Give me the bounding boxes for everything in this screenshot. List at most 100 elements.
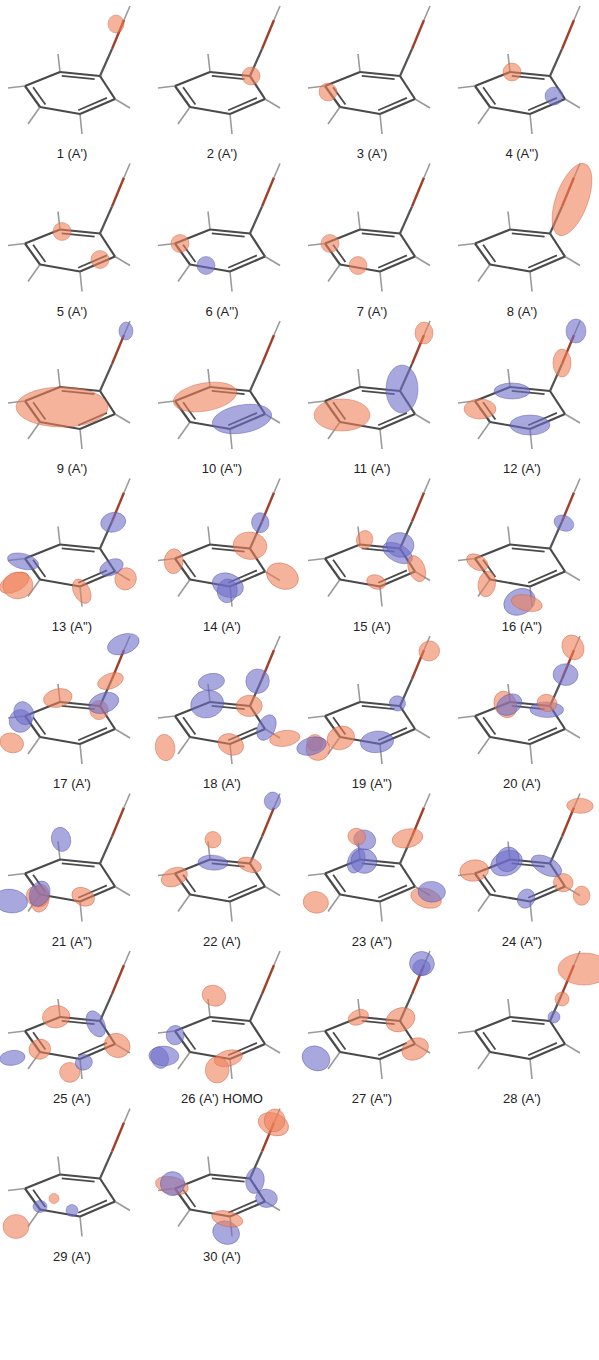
x-h-bond — [274, 321, 280, 335]
c-h-bond — [508, 527, 510, 545]
ring-bond — [250, 1021, 265, 1044]
orbital-lobe — [91, 251, 109, 269]
c-h-bond — [565, 99, 580, 108]
c-h-bond — [380, 114, 382, 134]
orbital-cell — [158, 479, 303, 607]
c-h-bond — [208, 1157, 210, 1175]
double-bond — [183, 87, 195, 104]
ring-bond — [175, 72, 210, 86]
c-h-bond — [80, 114, 82, 134]
double-bond — [483, 87, 495, 104]
orbital-lobe — [386, 365, 418, 413]
orbital-lobe — [6, 550, 41, 573]
c-h-bond — [358, 212, 360, 230]
ring-bond — [550, 234, 565, 257]
orbital-lobe — [41, 1004, 71, 1029]
orbital-cell — [458, 794, 594, 922]
c-x-bond — [112, 178, 124, 207]
orbital-lobe — [158, 863, 190, 890]
ring-bond — [550, 391, 565, 414]
c-h-bond — [80, 272, 82, 292]
c-h-bond — [565, 1044, 580, 1053]
orbital-caption: 2 (A') — [207, 146, 238, 161]
orbital-lobe — [566, 798, 593, 814]
ring-bond — [475, 716, 490, 737]
orbital-lobe — [324, 722, 358, 753]
orbital-caption: 6 (A'') — [205, 304, 238, 319]
c-h-bond — [178, 422, 190, 439]
double-bond — [62, 1178, 95, 1181]
c-h-bond — [565, 257, 580, 266]
ring-bond — [100, 1179, 115, 1202]
c-h-bond — [458, 1031, 475, 1033]
orbital-lobe — [53, 223, 71, 241]
ring-bond — [25, 86, 40, 107]
orbital-lobe — [188, 687, 226, 721]
orbital-lobe — [119, 322, 133, 340]
orbital-lobe — [458, 858, 490, 883]
orbital-lobe — [250, 511, 270, 533]
orbital-lobe — [42, 686, 74, 710]
c-x-bond — [262, 178, 274, 207]
orbital-lobe — [319, 83, 337, 101]
ring-bond — [340, 1052, 380, 1059]
double-bond — [212, 233, 245, 236]
orbital-lobe — [566, 319, 586, 343]
orbital-lobe — [263, 1108, 287, 1133]
orbital-cell — [308, 6, 430, 134]
orbital-caption: 20 (A') — [503, 776, 541, 791]
c-h-bond — [478, 422, 490, 439]
c-h-bond — [478, 895, 490, 912]
orbital-lobe — [573, 886, 590, 905]
c-h-bond — [230, 902, 232, 922]
orbital-lobe — [255, 1188, 278, 1208]
c-h-bond — [478, 1052, 490, 1069]
c-h-bond — [28, 737, 40, 754]
orbital-lobe — [545, 87, 563, 105]
orbital-caption: 3 (A') — [357, 146, 388, 161]
orbital-lobe — [476, 570, 497, 598]
ring-bond — [490, 1052, 530, 1059]
ring-bond — [325, 545, 360, 559]
orbital-lobe — [253, 712, 280, 744]
c-h-bond — [178, 737, 190, 754]
orbital-lobe — [493, 843, 523, 875]
c-h-bond — [115, 414, 130, 423]
orbital-lobe — [493, 689, 526, 719]
double-bond — [362, 233, 395, 236]
orbital-caption: 23 (A'') — [352, 934, 392, 949]
c-x-bond — [262, 965, 274, 994]
c-h-bond — [458, 86, 475, 88]
orbital-lobe — [197, 672, 226, 693]
orbital-lobe — [510, 415, 550, 435]
ring-bond — [175, 86, 190, 107]
orbital-lobe — [558, 953, 599, 985]
double-bond — [362, 76, 395, 79]
orbital-lobe — [528, 850, 566, 881]
double-bond — [483, 245, 495, 262]
ring-bond — [400, 76, 415, 99]
c-h-bond — [380, 902, 382, 922]
c-h-bond — [358, 369, 360, 387]
double-bond — [228, 885, 257, 897]
c-x-bond — [100, 364, 112, 391]
c-h-bond — [328, 895, 340, 912]
c-h-bond — [58, 527, 60, 545]
orbital-caption: 22 (A') — [203, 934, 241, 949]
orbital-cell — [154, 1108, 292, 1249]
c-h-bond — [28, 265, 40, 282]
c-h-bond — [115, 1202, 130, 1211]
orbital-lobe — [262, 790, 282, 811]
double-bond — [528, 1043, 557, 1055]
orbital-lobe — [295, 734, 329, 759]
orbital-lobe — [10, 698, 38, 728]
orbital-lobe — [385, 531, 416, 559]
orbital-caption: 8 (A') — [507, 304, 538, 319]
double-bond — [333, 1032, 345, 1049]
orbital-lobe — [97, 555, 126, 579]
c-h-bond — [530, 1059, 532, 1079]
c-x-bond — [112, 335, 124, 364]
c-h-bond — [328, 580, 340, 597]
ring-bond — [25, 244, 40, 265]
c-h-bond — [380, 272, 382, 292]
